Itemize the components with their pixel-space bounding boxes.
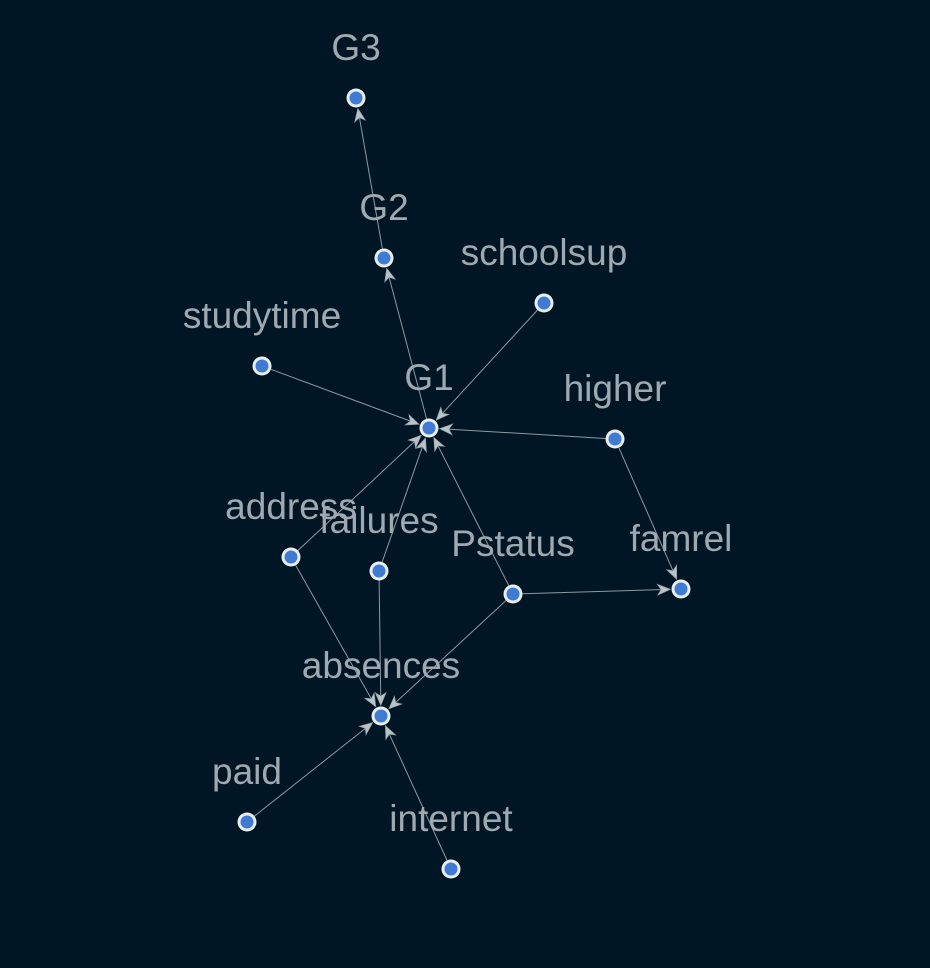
edge-line — [522, 589, 661, 595]
node-label-studytime: studytime — [183, 295, 341, 336]
edge-line — [437, 446, 510, 586]
edge-line — [378, 580, 382, 696]
node-address[interactable] — [281, 547, 301, 567]
arrowhead-icon — [438, 423, 454, 436]
node-schoolsup[interactable] — [534, 293, 554, 313]
edge-line — [295, 565, 372, 699]
node-dot — [444, 862, 458, 876]
arrowhead-icon — [384, 267, 397, 284]
node-dot — [374, 709, 388, 723]
edges-layer — [254, 107, 678, 861]
edge-g2-to-g3 — [354, 107, 383, 249]
node-failures[interactable] — [369, 561, 389, 581]
edge-line — [270, 368, 410, 422]
node-label-schoolsup: schoolsup — [461, 232, 628, 273]
edge-schoolsup-to-g1 — [435, 309, 538, 421]
edge-line — [389, 734, 448, 861]
arrowhead-icon — [656, 583, 672, 596]
node-paid[interactable] — [237, 812, 257, 832]
node-label-g2: G2 — [359, 187, 408, 228]
edge-pstatus-to-famrel — [522, 583, 672, 596]
edge-line — [388, 277, 428, 419]
node-g1[interactable] — [419, 418, 439, 438]
arrowhead-icon — [404, 413, 420, 426]
node-label-address: address — [225, 486, 357, 527]
node-g3[interactable] — [346, 88, 366, 108]
node-label-g1: G1 — [404, 357, 453, 398]
edge-line — [442, 309, 538, 414]
edge-failures-to-absences — [374, 580, 387, 707]
node-label-pstatus: Pstatus — [451, 523, 574, 564]
node-dot — [284, 550, 298, 564]
node-label-paid: paid — [212, 751, 282, 792]
arrowhead-icon — [385, 724, 397, 741]
node-dot — [240, 815, 254, 829]
edge-address-to-g1 — [297, 434, 422, 551]
edge-line — [449, 428, 606, 439]
arrowhead-icon — [374, 691, 387, 707]
arrowhead-icon — [363, 691, 377, 708]
edge-higher-to-famrel — [618, 447, 678, 581]
node-label-absences: absences — [302, 645, 460, 686]
node-g2[interactable] — [374, 248, 394, 268]
edge-address-to-absences — [295, 565, 377, 708]
arrowhead-icon — [435, 405, 450, 421]
node-absences[interactable] — [371, 706, 391, 726]
node-dot — [608, 432, 622, 446]
node-label-g3: G3 — [331, 27, 380, 68]
edge-pstatus-to-absences — [388, 600, 507, 710]
node-dot — [537, 296, 551, 310]
edge-failures-to-g1 — [381, 437, 427, 563]
node-dot — [422, 421, 436, 435]
edge-internet-to-absences — [385, 724, 448, 861]
edge-line — [381, 447, 423, 563]
nodes-layer — [237, 88, 691, 879]
arrowhead-icon — [415, 437, 427, 453]
edge-studytime-to-g1 — [270, 368, 420, 426]
node-dot — [377, 251, 391, 265]
arrowhead-icon — [433, 436, 446, 453]
node-dot — [255, 359, 269, 373]
edge-line — [359, 118, 383, 249]
node-label-failures: failures — [319, 500, 438, 541]
node-label-higher: higher — [564, 368, 667, 409]
edge-paid-to-absences — [254, 722, 374, 817]
arrowhead-icon — [388, 695, 403, 710]
arrowhead-icon — [358, 722, 374, 736]
arrowhead-icon — [407, 434, 422, 450]
edge-line — [395, 600, 507, 703]
edge-higher-to-g1 — [438, 423, 606, 439]
edge-line — [254, 728, 366, 817]
node-label-famrel: famrel — [630, 518, 733, 559]
arrowhead-icon — [354, 107, 367, 123]
node-dot — [349, 91, 363, 105]
node-famrel[interactable] — [671, 579, 691, 599]
edge-line — [297, 441, 415, 551]
node-dot — [372, 564, 386, 578]
node-dot — [674, 582, 688, 596]
edge-g1-to-g2 — [384, 267, 428, 419]
edge-pstatus-to-g1 — [433, 436, 510, 586]
node-pstatus[interactable] — [503, 584, 523, 604]
edge-line — [618, 447, 674, 571]
node-studytime[interactable] — [252, 356, 272, 376]
node-dot — [506, 587, 520, 601]
arrowhead-icon — [665, 564, 678, 581]
node-label-internet: internet — [389, 798, 513, 839]
node-internet[interactable] — [441, 859, 461, 879]
node-higher[interactable] — [605, 429, 625, 449]
